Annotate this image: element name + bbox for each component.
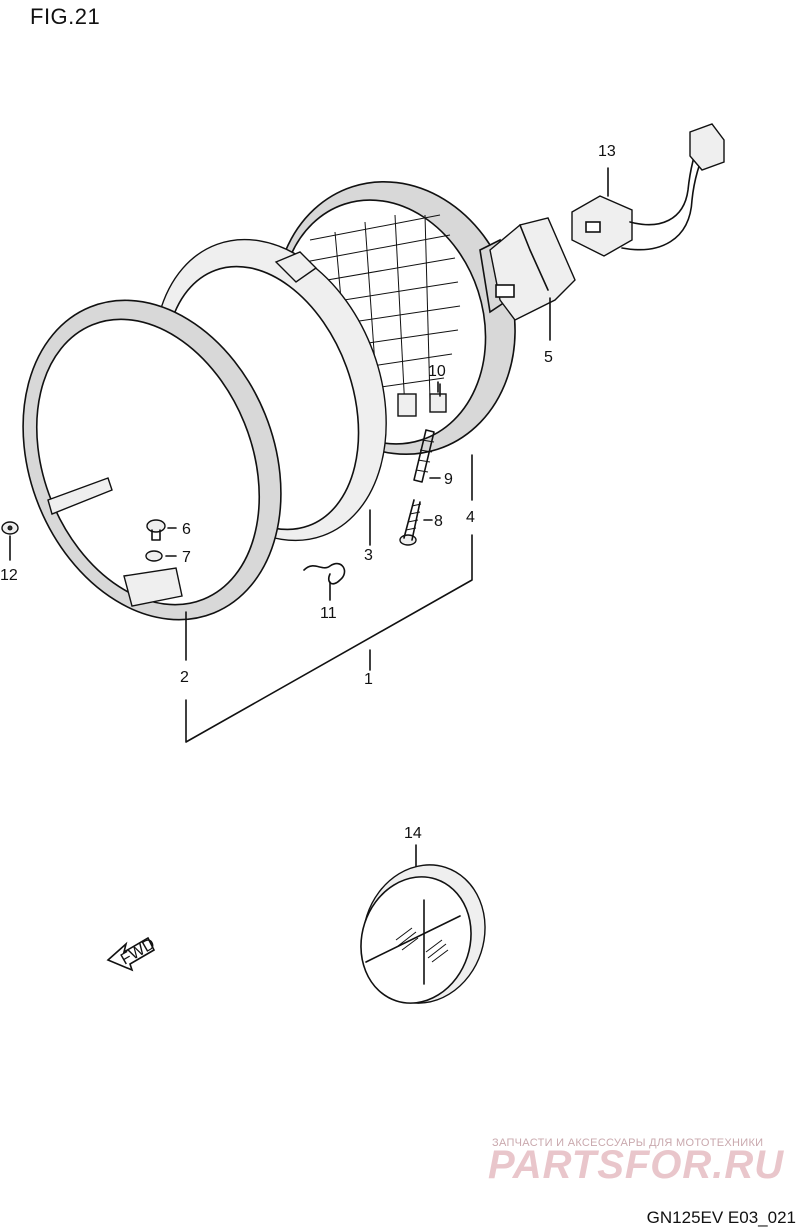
socket-connector (571, 123, 725, 257)
callout-7: 7 (182, 549, 191, 566)
figure-code: GN125EV E03_021 (646, 1208, 796, 1227)
fwd-arrow: FWD (106, 935, 158, 972)
wire-clip-11 (303, 562, 346, 601)
callout-5: 5 (544, 349, 553, 366)
callout-12: 12 (0, 567, 18, 584)
callout-9: 9 (444, 471, 453, 488)
callout-11: 11 (320, 605, 337, 622)
bulb-socket (489, 217, 576, 341)
adjusting-screw-8 (399, 499, 433, 546)
washer-7 (145, 550, 177, 562)
bolt-12 (1, 521, 19, 561)
figure-title: FIG.21 (30, 4, 101, 29)
callout-10: 10 (428, 363, 446, 380)
callout-1: 1 (364, 671, 373, 688)
watermark-tagline: ЗАПЧАСТИ И АКСЕССУАРЫ ДЛЯ МОТОТЕХНИКИ (492, 1137, 764, 1149)
callout-6: 6 (182, 521, 191, 538)
watermark-logo: PARTSFOR.RU (488, 1143, 785, 1187)
callout-4: 4 (466, 509, 475, 526)
callout-8: 8 (434, 513, 443, 530)
spring-9 (413, 429, 441, 483)
spare-lens-14 (360, 864, 486, 1004)
callout-13: 13 (598, 143, 616, 160)
fwd-label: FWD (118, 935, 158, 968)
callout-14: 14 (404, 825, 422, 842)
nut-10 (397, 381, 447, 417)
screw-6 (146, 519, 177, 541)
headlamp-rim (22, 299, 282, 661)
callout-2: 2 (180, 669, 189, 686)
callout-numbers: 1 2 3 4 5 6 7 8 9 10 11 12 13 14 (0, 143, 616, 842)
callout-3: 3 (364, 547, 373, 564)
